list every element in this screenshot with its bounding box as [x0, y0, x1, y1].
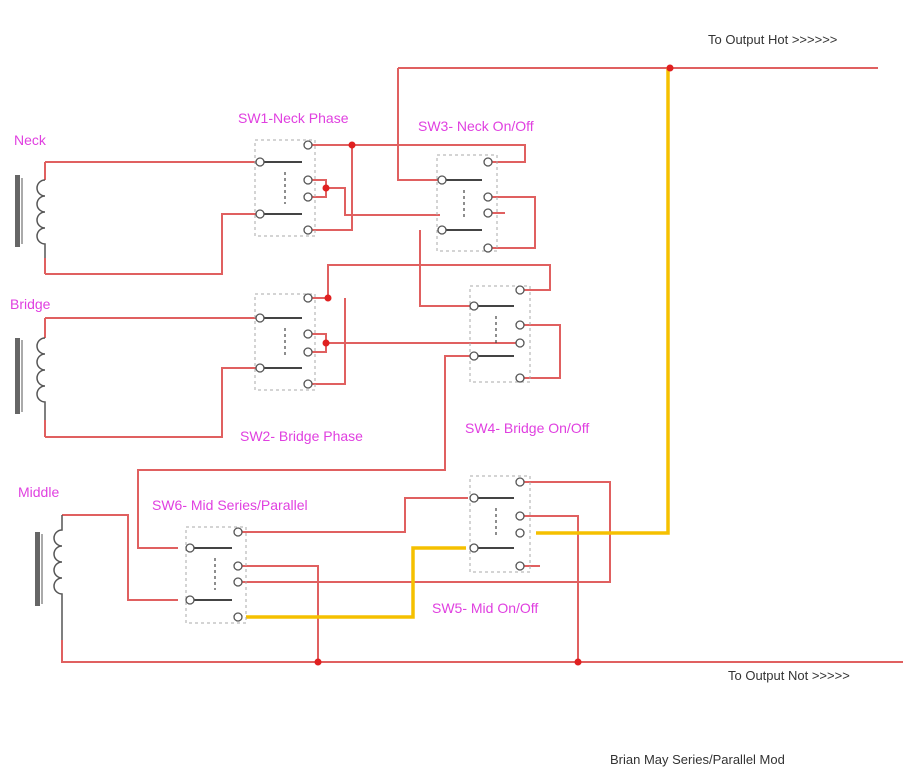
sw6-upper-wire [236, 497, 468, 533]
bridge-label: Bridge [10, 296, 51, 312]
sw4-frame [469, 285, 531, 383]
mid-highlight-wire [246, 546, 466, 619]
sw1-label: SW1-Neck Phase [238, 110, 349, 126]
sw6-label: SW6- Mid Series/Parallel [152, 497, 308, 513]
sw2-top-wire [312, 264, 551, 299]
sw1-levers [264, 161, 302, 215]
hot-junction [666, 64, 674, 72]
caption: Brian May Series/Parallel Mod [610, 752, 785, 767]
sw4-left-wire [137, 355, 472, 549]
sw2-lower-wire [312, 298, 346, 385]
sw2-levers [264, 317, 302, 369]
sw2-frame [254, 293, 316, 391]
junction-dots [314, 64, 674, 666]
sw5-frame [469, 475, 531, 573]
sw2-junction-top [324, 294, 332, 302]
neck-bottom-wire [45, 213, 258, 275]
neck-coil [15, 175, 46, 258]
middle-bottom-wire [61, 640, 903, 663]
sw6-levers [194, 547, 232, 601]
sw3-frame [436, 154, 498, 252]
sw2-junction-mid [322, 339, 330, 347]
sw1-cross-wire [312, 144, 526, 163]
ground-junction-right [574, 658, 582, 666]
sw1-out-wire [326, 187, 440, 216]
neck-label: Neck [14, 132, 46, 148]
sw3-levers [446, 179, 482, 231]
sw1-lower-wire [312, 145, 353, 231]
bridge-bottom-wire [45, 367, 258, 438]
sw3-right-wire [485, 196, 536, 249]
sw2-label: SW2- Bridge Phase [240, 428, 363, 444]
output-not-label: To Output Not >>>>> [728, 668, 850, 683]
ground-junction-left [314, 658, 322, 666]
highlight-wires [246, 68, 670, 619]
middle-top-wire [62, 514, 178, 601]
sw1-junction-top [348, 141, 356, 149]
sw1-frame [254, 139, 316, 237]
sw4-right-wire [522, 324, 561, 379]
middle-coil [35, 515, 63, 640]
switch-terminals [185, 140, 525, 622]
sw3-label: SW3- Neck On/Off [418, 118, 534, 134]
sw4-label: SW4- Bridge On/Off [465, 420, 590, 436]
switch-levers [194, 161, 514, 601]
sw6-frame [185, 526, 247, 624]
sw3-down-wire [419, 230, 472, 307]
sw6-mid-wire [236, 565, 319, 662]
pickup-coils [15, 175, 63, 640]
hot-highlight-wire [536, 68, 670, 535]
sw5-levers [478, 497, 514, 549]
hot-drop-wire [397, 68, 440, 181]
bridge-coil [15, 337, 46, 420]
sw1-junction-mid [322, 184, 330, 192]
wires [44, 67, 903, 663]
middle-label: Middle [18, 484, 60, 500]
sw5-ground-wire [522, 515, 579, 662]
output-hot-label: To Output Hot >>>>>> [708, 32, 838, 47]
sw5-label: SW5- Mid On/Off [432, 600, 539, 616]
switch-frames [185, 139, 531, 624]
sw4-levers [478, 305, 514, 357]
